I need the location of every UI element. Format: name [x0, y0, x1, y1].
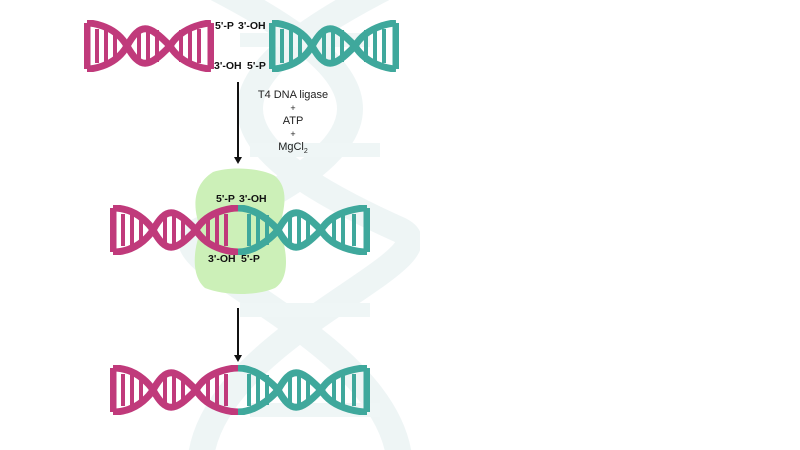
dna-joined-step2 [110, 205, 370, 255]
label-3oh-top: 3'-OH [239, 193, 267, 205]
label-5p-top-left: 5'-P [215, 20, 234, 32]
label-3oh-top-right: 3'-OH [238, 20, 266, 32]
dna-fragment-pink-step1 [84, 20, 214, 72]
reagent-plus-1: + [290, 103, 296, 113]
label-3oh-bottom-left: 3'-OH [214, 60, 242, 72]
reaction-arrow-1 [234, 82, 241, 164]
reagent-mgcl2: MgCl2 [233, 140, 353, 159]
reagents-block: T4 DNA ligase + ATP + MgCl2 [233, 88, 353, 159]
reagent-mgcl2-subscript: 2 [303, 148, 308, 156]
reagent-plus-2: + [290, 129, 296, 139]
reagent-atp: ATP [282, 115, 304, 127]
dna-ligated-product [110, 365, 370, 415]
label-5p-top: 5'-P [216, 193, 235, 205]
label-3oh-bottom: 3'-OH [208, 253, 236, 265]
label-5p-bottom: 5'-P [241, 253, 260, 265]
reagent-enzyme: T4 DNA ligase [257, 89, 329, 101]
reagent-mgcl2-main: MgCl [278, 141, 304, 153]
ligase-enzyme-blob [194, 168, 286, 294]
dna-fragment-teal-step1 [269, 20, 399, 72]
label-5p-bottom-right: 5'-P [247, 60, 266, 72]
reaction-arrow-2 [234, 308, 241, 362]
